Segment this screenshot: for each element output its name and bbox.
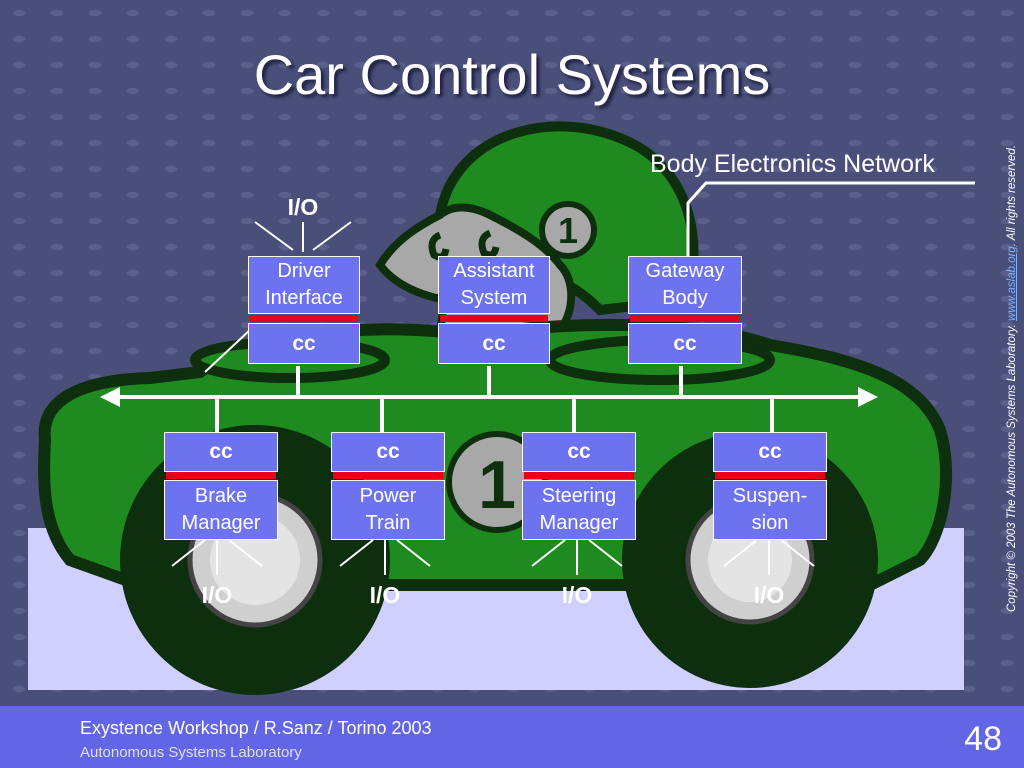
gateway-body-cc: cc — [628, 323, 742, 364]
module-label-line1: Brake — [194, 485, 248, 507]
module-label-line1: Gateway — [645, 260, 725, 282]
io-label-brake: I/O — [201, 582, 233, 608]
copyright-notice: Copyright © 2003 The Autonomous Systems … — [1006, 145, 1018, 612]
page-number: 48 — [964, 720, 1002, 758]
driver-interface-cc: cc — [248, 323, 360, 364]
io-label-driver: I/O — [287, 194, 319, 220]
module-label-line2: Manager — [539, 512, 619, 534]
footer-workshop: Exystence Workshop / R.Sanz / Torino 200… — [80, 718, 432, 738]
network-callout-line — [686, 181, 975, 256]
helmet-number: 1 — [558, 210, 578, 251]
slide-title: Car Control Systems — [253, 43, 771, 106]
suspension-module: Suspen-sion — [713, 480, 827, 540]
connector-bar — [333, 472, 443, 479]
suspension-cc: cc — [713, 432, 827, 472]
aslab-link[interactable]: www.aslab.org — [1006, 246, 1018, 321]
power-train-cc: cc — [331, 432, 445, 472]
module-label-line2: sion — [751, 512, 789, 534]
io-label-power: I/O — [369, 582, 401, 608]
module-label-line1: Suspen- — [732, 485, 808, 507]
module-label-line1: Steering — [541, 485, 617, 507]
car-number: 1 — [478, 447, 516, 523]
steering-manager-cc: cc — [522, 432, 636, 472]
brake-manager-cc: cc — [164, 432, 278, 472]
connector-bar — [250, 315, 358, 322]
connector-bar — [524, 472, 634, 479]
footer-bar: Exystence Workshop / R.Sanz / Torino 200… — [0, 706, 1024, 768]
copyright-prefix: Copyright © 2003 The Autonomous Systems … — [1006, 324, 1018, 612]
connector-bar — [440, 315, 548, 322]
io-label-steering: I/O — [561, 582, 593, 608]
io-fan-lines — [171, 221, 815, 575]
module-label-line1: Assistant — [453, 260, 535, 282]
io-label-suspension: I/O — [753, 582, 785, 608]
module-label-line1: Driver — [277, 260, 331, 282]
connector-bar — [715, 472, 825, 479]
module-label-line1: Power — [359, 485, 417, 507]
connector-bar — [166, 472, 276, 479]
network-bus — [100, 366, 878, 432]
copyright-suffix: . All rights reserved. — [1006, 144, 1018, 247]
module-label-line2: Train — [365, 512, 411, 534]
footer-lab: Autonomous Systems Laboratory — [80, 744, 302, 761]
module-label-line2: System — [460, 287, 528, 309]
module-label-line2: Body — [662, 287, 708, 309]
module-label-line2: Interface — [265, 287, 343, 309]
connector-bar — [630, 315, 740, 322]
module-label-line2: Manager — [181, 512, 261, 534]
assistant-system-cc: cc — [438, 323, 550, 364]
network-label: Body Electronics Network — [650, 150, 935, 178]
